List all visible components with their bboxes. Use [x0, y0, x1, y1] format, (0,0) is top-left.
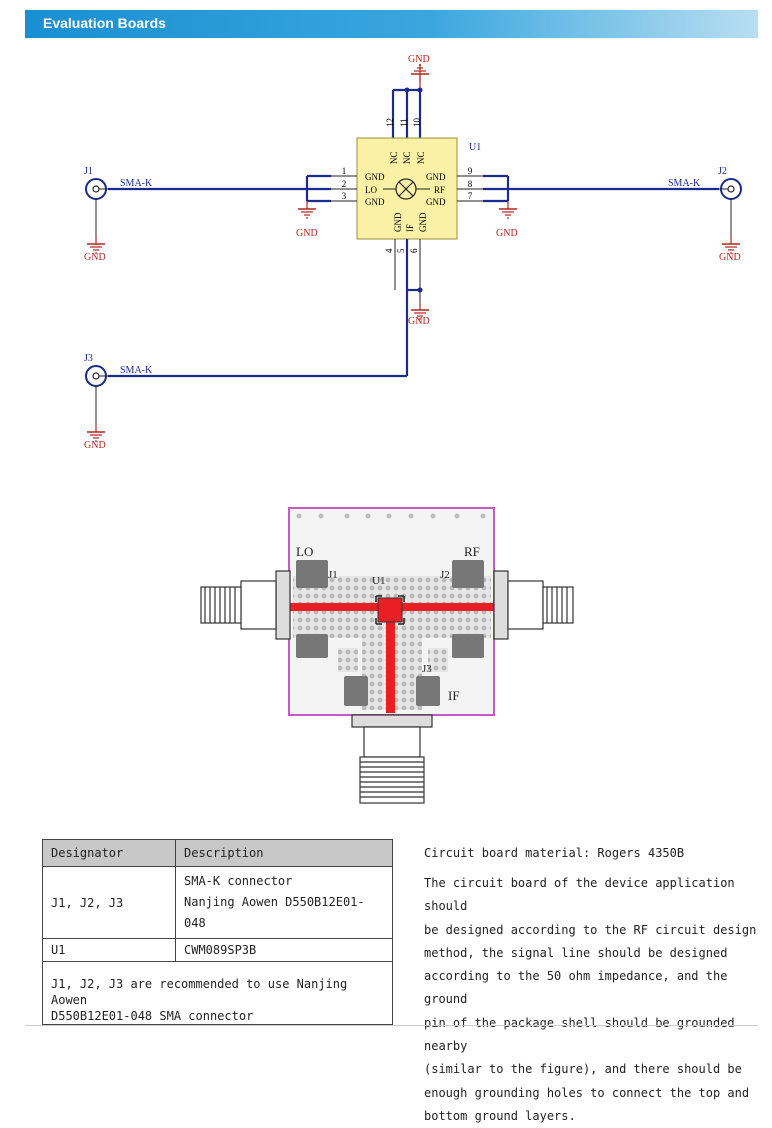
- connector-ref: J2: [718, 166, 727, 177]
- pin-name: NC: [416, 151, 426, 164]
- pin-name: GND: [426, 172, 446, 182]
- note-line: enough grounding holes to connect the to…: [424, 1085, 750, 1100]
- table-header: Description: [175, 839, 393, 867]
- pcb-label: U1: [372, 575, 385, 587]
- table-cell-line: SMA-K connector: [184, 874, 293, 888]
- pin-name: RF: [434, 185, 445, 195]
- table-note-line: J1, J2, J3 are recommended to use Nanjin…: [51, 977, 348, 1007]
- table-note-row: J1, J2, J3 are recommended to use Nanjin…: [42, 961, 393, 1025]
- pin-number: 7: [468, 191, 473, 201]
- pin-name: GND: [365, 172, 385, 182]
- table-row: J1, J2, J3 SMA-K connector Nanjing Aowen…: [42, 866, 393, 939]
- note-line: (similar to the figure), and there shoul…: [424, 1062, 742, 1077]
- pin-name: IF: [405, 224, 415, 232]
- ground-icon: [297, 200, 317, 219]
- gnd-label: GND: [408, 316, 430, 327]
- pin-name: GND: [365, 197, 385, 207]
- pin-number: 10: [412, 118, 422, 128]
- gnd-label: GND: [84, 440, 106, 451]
- pin-number: 3: [342, 191, 347, 201]
- note-line: be designed according to the RF circuit …: [424, 922, 757, 937]
- pin-number: 9: [468, 166, 473, 176]
- design-notes: Circuit board material: Rogers 4350B The…: [424, 842, 764, 1128]
- pcb-label: IF: [448, 688, 460, 703]
- schematic-diagram: GND 12 11 10 U1 NC NC NC GND LO GND GND …: [84, 54, 742, 451]
- table-cell-line: Nanjing Aowen D550B12E01-048: [184, 895, 365, 930]
- gnd-label: GND: [296, 228, 318, 239]
- table-header-row: Designator Description: [42, 839, 393, 867]
- gnd-label: GND: [719, 252, 741, 263]
- table-note: J1, J2, J3 are recommended to use Nanjin…: [42, 961, 393, 1025]
- pin-number: 8: [468, 179, 473, 189]
- pcb-label: J3: [422, 663, 432, 675]
- pin-number: 12: [385, 118, 395, 127]
- sma-connector-right: [493, 570, 574, 640]
- sma-connector-left: [200, 570, 291, 640]
- section-title: Evaluation Boards: [43, 15, 166, 31]
- material-note: Circuit board material: Rogers 4350B: [424, 846, 685, 860]
- pcb-layout: LO RF IF U1 J1 J2 J3: [200, 507, 574, 804]
- gnd-label: GND: [496, 228, 518, 239]
- ground-icon: [721, 235, 741, 254]
- table-cell: SMA-K connector Nanjing Aowen D550B12E01…: [175, 866, 393, 939]
- note-line: pin of the package shell should be groun…: [424, 1015, 735, 1054]
- note-line: The circuit board of the device applicat…: [424, 876, 735, 914]
- connector-ref: J3: [84, 353, 93, 364]
- connector-type: SMA-K: [120, 178, 153, 189]
- table-row: U1 CWM089SP3B: [42, 938, 393, 962]
- note-line: bottom ground layers.: [424, 1108, 576, 1123]
- connector-type: SMA-K: [120, 365, 153, 376]
- table-cell: CWM089SP3B: [175, 938, 393, 962]
- gnd-label: GND: [84, 252, 106, 263]
- table-header: Designator: [42, 839, 176, 867]
- bom-table: Designator Description J1, J2, J3 SMA-K …: [42, 839, 393, 1025]
- ic-ref: U1: [469, 142, 481, 153]
- pin-number: 2: [342, 179, 347, 189]
- pcb-label: J1: [328, 569, 338, 581]
- footer-divider: [25, 1025, 758, 1026]
- pin-number: 6: [409, 248, 419, 253]
- pin-number: 5: [396, 248, 406, 253]
- pin-number: 11: [399, 118, 409, 127]
- pin-name: GND: [426, 197, 446, 207]
- section-header: Evaluation Boards: [25, 10, 758, 38]
- table-note-line: D550B12E01-048 SMA connector: [51, 1009, 254, 1023]
- pin-name: NC: [389, 151, 399, 164]
- sma-connector-bottom: [351, 714, 433, 804]
- connector-type: SMA-K: [668, 178, 701, 189]
- note-line: according to the 50 ohm impedance, and t…: [424, 969, 728, 1007]
- ground-icon: [86, 235, 106, 254]
- pin-number: 4: [384, 248, 394, 253]
- pcb-label: RF: [464, 544, 480, 559]
- pin-name: GND: [418, 212, 428, 232]
- connector-ref: J1: [84, 166, 93, 177]
- gnd-label-top: GND: [408, 54, 430, 65]
- pin-name: NC: [402, 151, 412, 164]
- chip-footprint: [377, 597, 403, 623]
- ground-icon: [86, 423, 106, 442]
- ground-icon: [498, 200, 518, 219]
- pin-name: LO: [365, 185, 377, 195]
- pin-name: GND: [393, 212, 403, 232]
- table-cell: J1, J2, J3: [42, 866, 176, 939]
- pin-number: 1: [342, 166, 347, 176]
- pcb-label: J2: [440, 569, 450, 581]
- signal-trace: [386, 605, 395, 713]
- pcb-label: LO: [296, 544, 313, 559]
- note-line: method, the signal line should be design…: [424, 945, 728, 960]
- table-cell: U1: [42, 938, 176, 962]
